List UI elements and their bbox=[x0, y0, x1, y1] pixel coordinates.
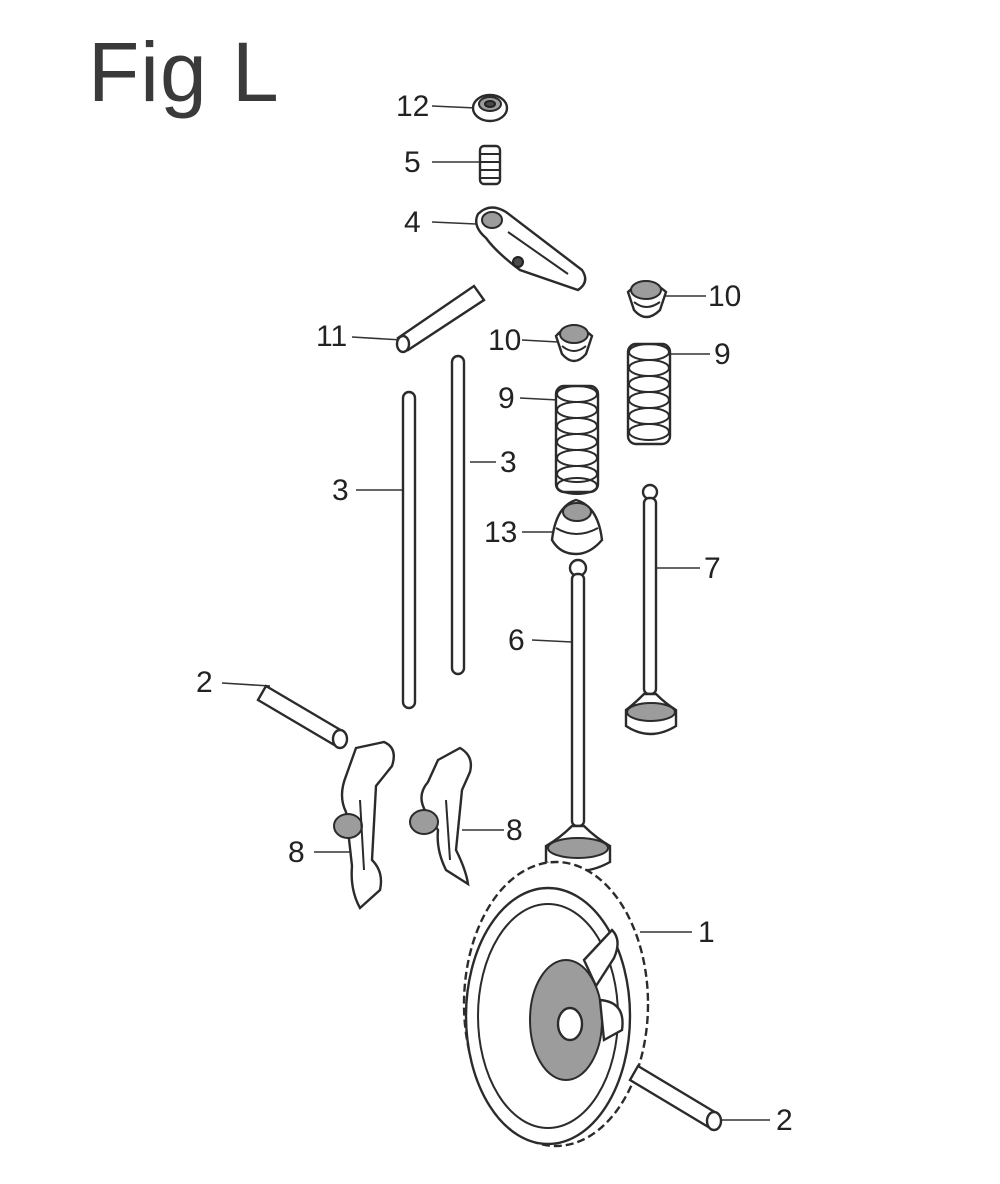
callout-7: 7 bbox=[704, 552, 721, 585]
part-12-nut bbox=[471, 93, 509, 123]
callout-3-right: 3 bbox=[500, 446, 517, 479]
part-8-tappet-right bbox=[409, 746, 473, 887]
callout-2-upper: 2 bbox=[196, 666, 213, 699]
figure-title: Fig L bbox=[88, 25, 280, 119]
callout-10-right: 10 bbox=[708, 280, 742, 313]
callout-12: 12 bbox=[396, 90, 430, 123]
callout-10-left: 10 bbox=[488, 324, 522, 357]
callout-9-right: 9 bbox=[714, 338, 731, 371]
part-7-valve bbox=[624, 483, 678, 736]
part-11-shaft bbox=[395, 284, 486, 354]
part-3-push-rod-left bbox=[401, 390, 417, 710]
leader-lines bbox=[221, 105, 770, 1121]
part-6-valve bbox=[544, 558, 612, 873]
part-10-retainer-right bbox=[626, 280, 668, 319]
part-2-pin-upper bbox=[256, 684, 349, 750]
part-3-push-rod-right bbox=[450, 354, 466, 676]
callout-1: 1 bbox=[698, 916, 715, 949]
part-5-stud bbox=[478, 144, 502, 186]
part-8-tappet-left bbox=[333, 740, 395, 910]
callout-13: 13 bbox=[484, 516, 518, 549]
callout-2-lower: 2 bbox=[776, 1104, 793, 1137]
part-1-camshaft-gear bbox=[462, 860, 650, 1148]
callout-5: 5 bbox=[404, 146, 421, 179]
part-10-retainer-left bbox=[554, 324, 594, 363]
callout-8-right: 8 bbox=[506, 814, 523, 847]
part-9-spring-left bbox=[554, 384, 600, 495]
part-9-spring-right bbox=[626, 342, 672, 446]
callout-3-left: 3 bbox=[332, 474, 349, 507]
part-2-pin-lower bbox=[628, 1064, 723, 1132]
callout-11: 11 bbox=[316, 320, 348, 353]
part-4-rocker-arm bbox=[475, 206, 587, 292]
callout-4: 4 bbox=[404, 206, 421, 239]
callout-9-left: 9 bbox=[498, 382, 515, 415]
callout-8-left: 8 bbox=[288, 836, 305, 869]
part-13-valve-seal bbox=[550, 498, 604, 556]
callout-6: 6 bbox=[508, 624, 525, 657]
